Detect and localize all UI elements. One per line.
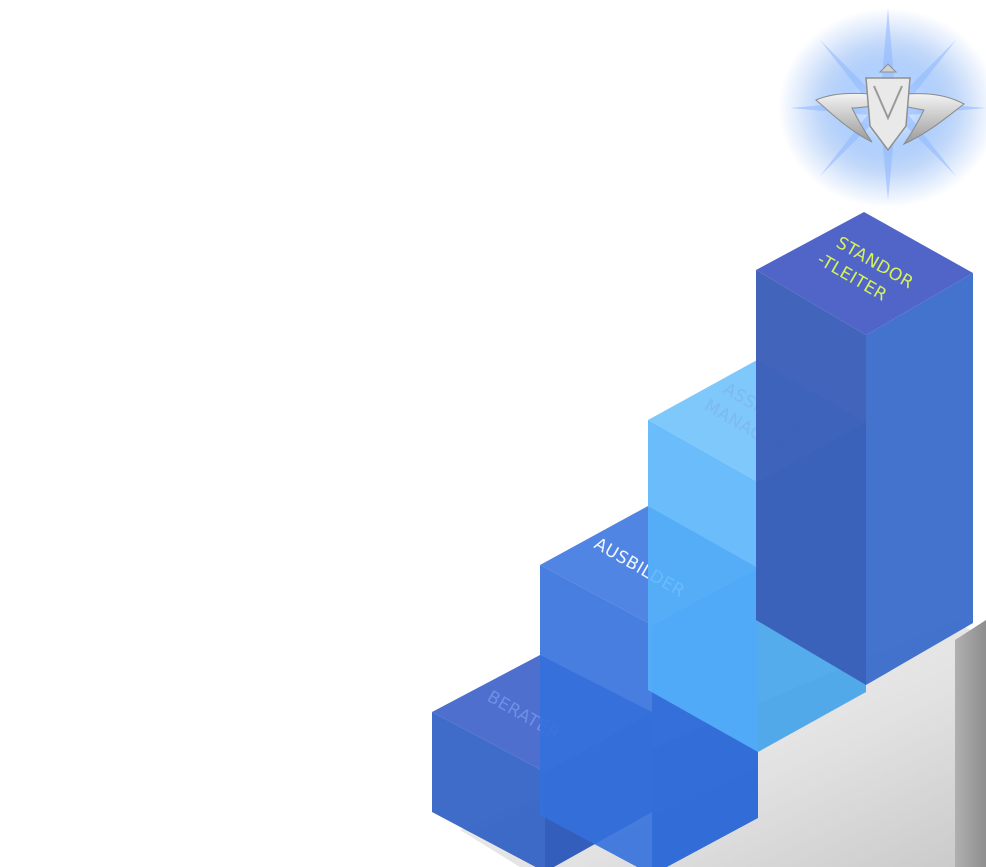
step-4-right-face [866,273,973,685]
logo [778,8,986,208]
step-4: STANDOR-TLEITER [756,212,973,685]
steps: BERATERAUSBILDERASSISTANTMANAGERSTANDOR-… [432,212,973,867]
step-2-left-face [540,565,652,867]
glow-rays [790,8,986,200]
step-3-left-face [648,420,758,752]
plinth-side [955,620,986,867]
step-4-top-face [756,212,973,335]
step-4-left-face [756,270,866,685]
step-1-left-face [432,712,545,867]
winged-shield-logo-icon [815,63,965,152]
